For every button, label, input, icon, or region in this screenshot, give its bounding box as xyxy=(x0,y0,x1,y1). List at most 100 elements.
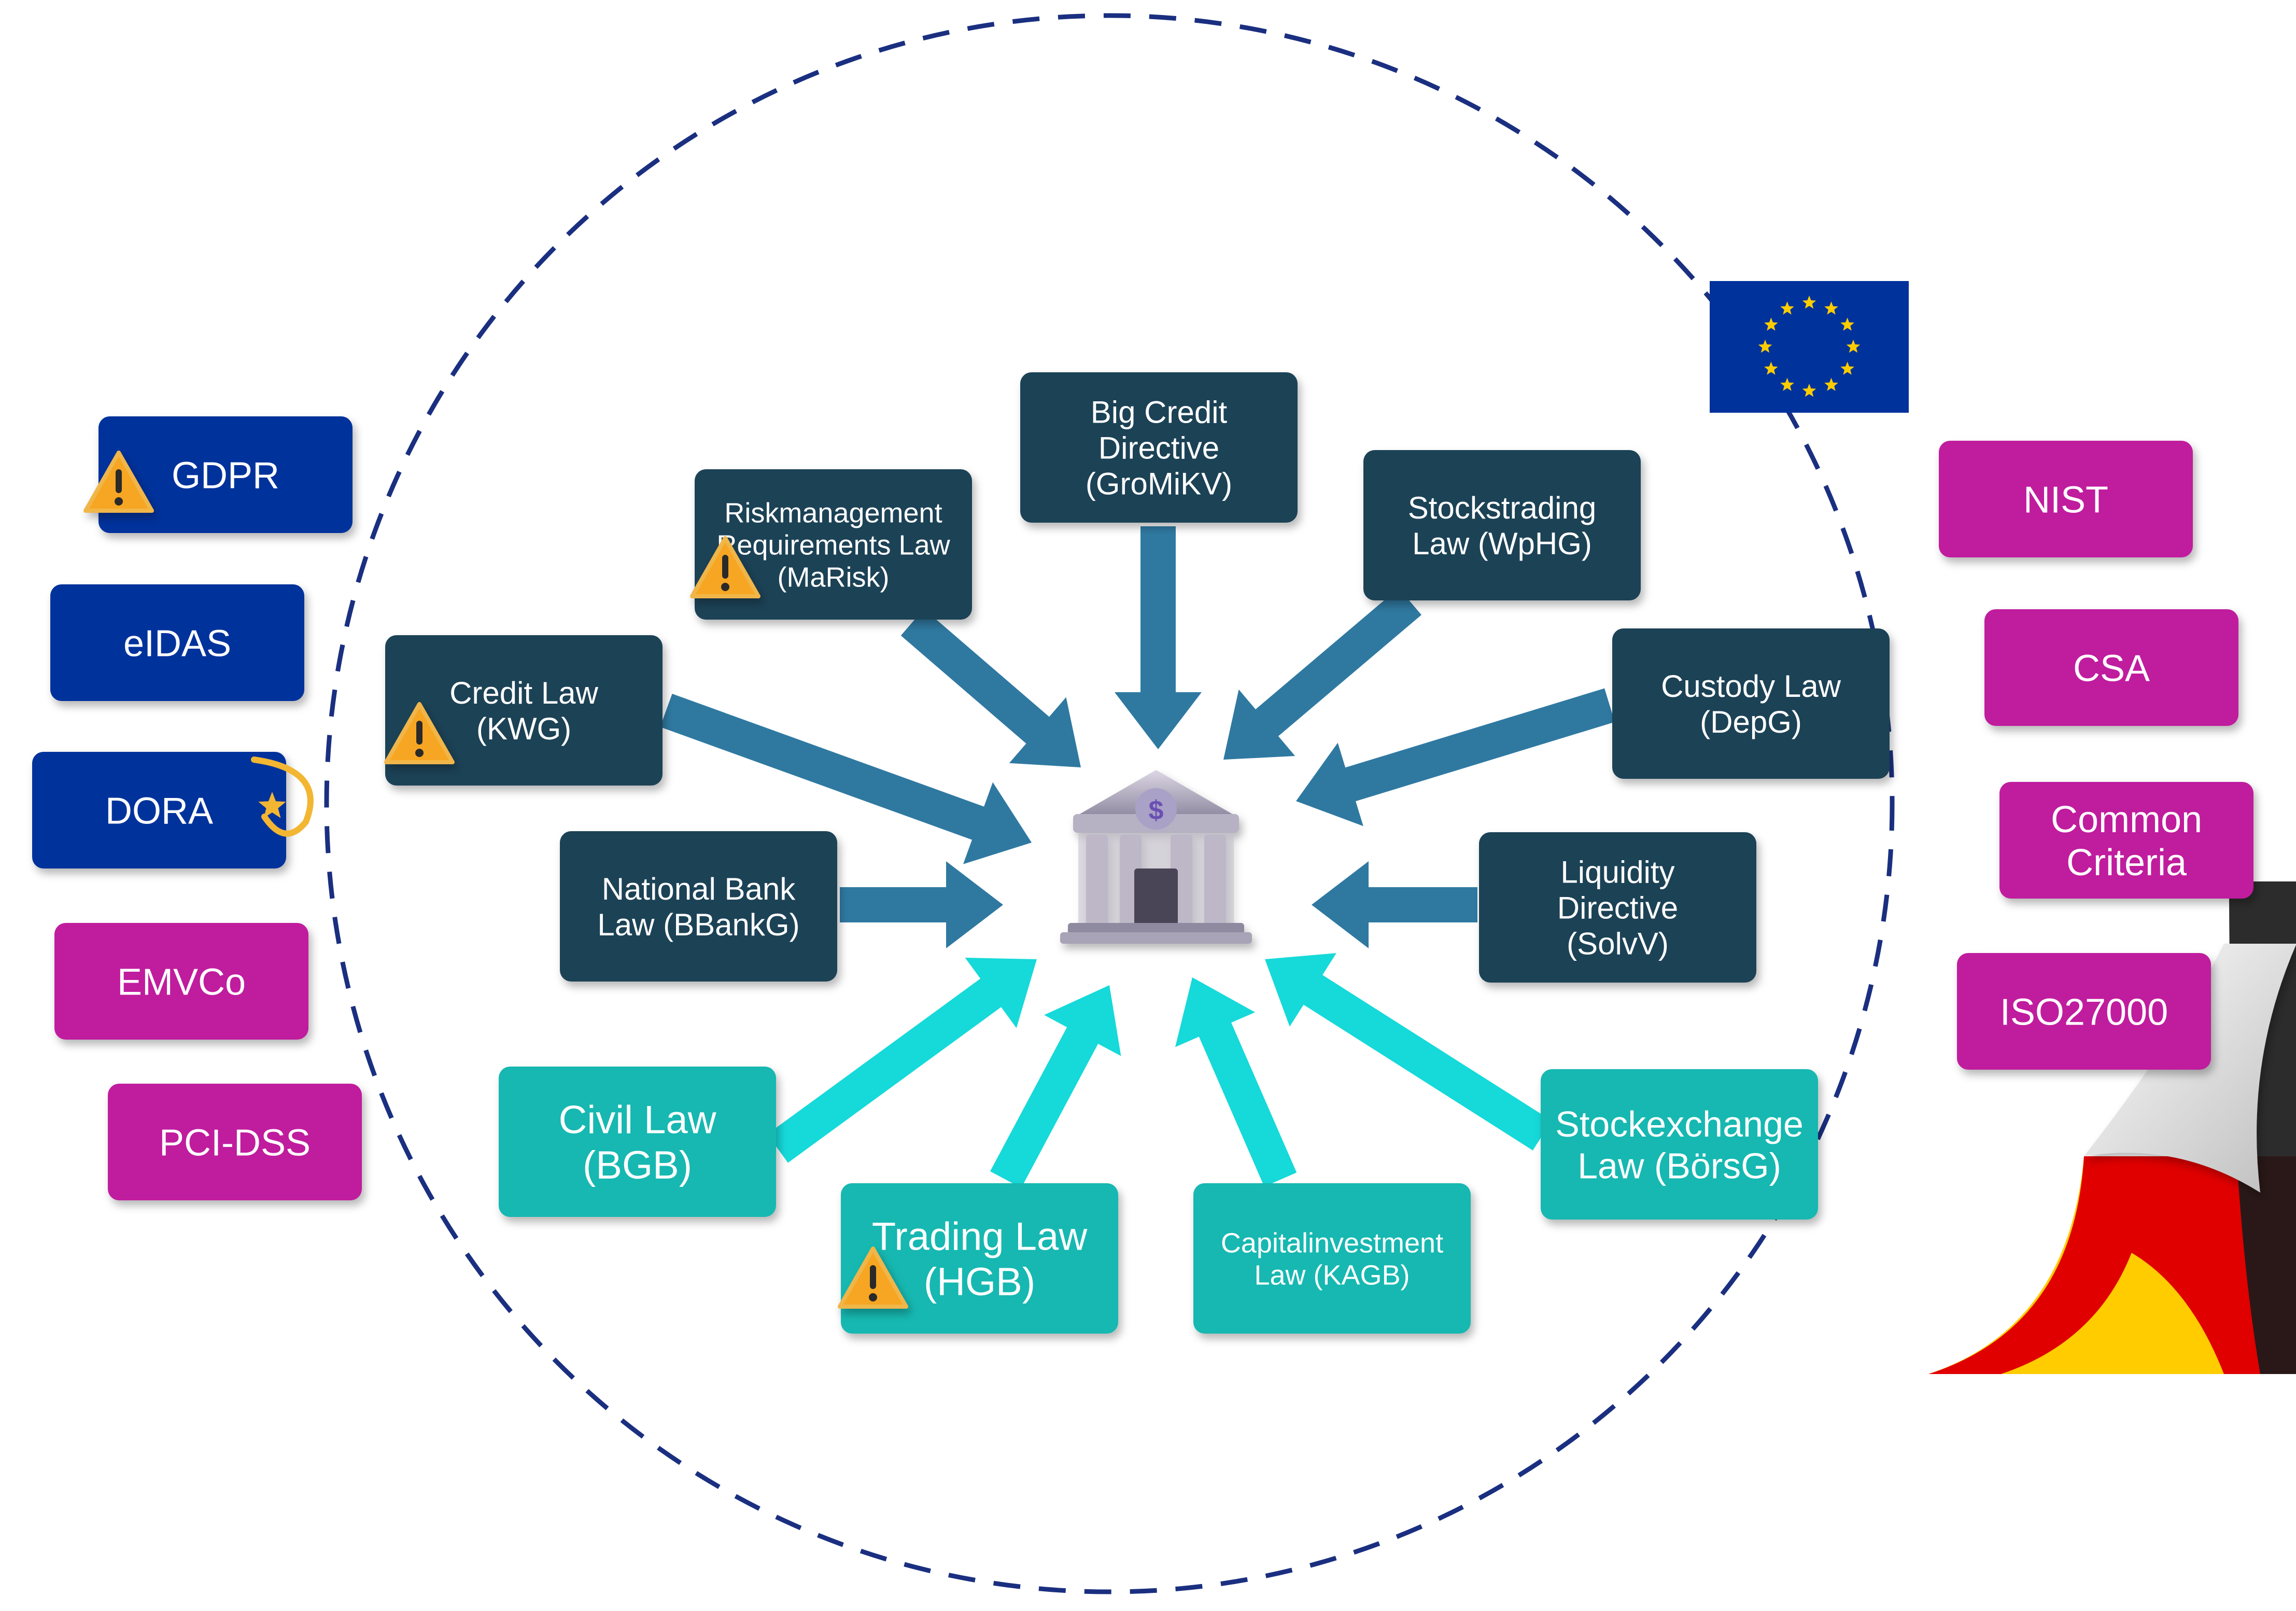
box-nist: NIST xyxy=(1939,441,2193,557)
box-emvco-bg xyxy=(54,923,308,1040)
warning-icon xyxy=(690,536,760,598)
box-big-credit-label: Big Credit xyxy=(1091,395,1228,430)
box-marisk-label: Requirements Law xyxy=(716,529,950,561)
arrow-kwg xyxy=(660,694,1032,864)
box-emvco-label: EMVCo xyxy=(117,961,246,1003)
eu-star xyxy=(1802,384,1816,397)
arrow-bbankg xyxy=(840,861,1003,948)
box-iso27000: ISO27000 xyxy=(1957,953,2211,1070)
box-solvv-label: Liquidity xyxy=(1560,855,1674,890)
box-csa-label: CSA xyxy=(2073,648,2150,689)
box-big-credit-bg xyxy=(1020,372,1298,523)
eu-star xyxy=(1758,340,1772,353)
box-hgb-label: (HGB) xyxy=(924,1260,1035,1304)
box-gdpr-bg xyxy=(98,416,353,533)
box-marisk-label: Riskmanagement xyxy=(724,497,942,528)
box-bbankg-bg xyxy=(560,831,837,982)
box-depg-label: (DepG) xyxy=(1700,705,1802,739)
box-hgb: Trading Law(HGB) xyxy=(841,1183,1118,1334)
box-hgb-bg xyxy=(841,1183,1118,1334)
box-nist-label: NIST xyxy=(2023,479,2108,521)
eu-star xyxy=(1824,301,1838,315)
eu-star xyxy=(1764,317,1778,331)
box-big-credit-label: Directive xyxy=(1098,431,1219,466)
bank-icon: $ xyxy=(1060,770,1252,944)
arrow-big-credit xyxy=(1115,526,1202,749)
box-kwg-bg xyxy=(385,635,663,786)
box-bgb: Civil Law(BGB) xyxy=(499,1067,776,1217)
eu-star xyxy=(1840,317,1854,331)
box-big-credit-label: (GroMiKV) xyxy=(1086,467,1232,501)
box-kwg: Credit Law(KWG) xyxy=(385,635,663,786)
box-borsg-label: Stockexchange xyxy=(1555,1104,1804,1144)
box-bgb-label: (BGB) xyxy=(583,1143,692,1187)
scope-circle xyxy=(324,13,1895,1594)
box-eidas-label: eIDAS xyxy=(123,623,231,664)
box-pcidss-bg xyxy=(108,1084,362,1200)
eu-star xyxy=(1840,361,1854,375)
box-pcidss-label: PCI-DSS xyxy=(159,1122,311,1164)
box-bgb-label: Civil Law xyxy=(558,1098,716,1142)
box-bbankg-label: National Bank xyxy=(602,872,796,906)
warning-icon xyxy=(83,451,154,513)
arrow-depg xyxy=(1296,688,1615,826)
box-gdpr: GDPR xyxy=(98,416,353,533)
box-solvv-label: Directive xyxy=(1557,891,1678,926)
box-wphg-label: Stockstrading xyxy=(1408,491,1597,525)
box-common-criteria-label: Criteria xyxy=(2066,842,2187,884)
box-hgb-label: Trading Law xyxy=(872,1215,1088,1259)
boxes: GDPReIDASDORAEMVCoPCI-DSSNISTCSACommonCr… xyxy=(32,372,2253,1334)
box-kagb-label: Capitalinvestment xyxy=(1221,1227,1443,1258)
box-solvv-bg xyxy=(1479,832,1756,983)
box-iso27000-bg xyxy=(1957,953,2211,1070)
arrow-solvv xyxy=(1312,861,1477,948)
box-csa: CSA xyxy=(1984,609,2238,726)
germany-flag-icon xyxy=(1928,881,2296,1374)
box-csa-bg xyxy=(1984,609,2238,726)
eu-star xyxy=(1846,340,1861,353)
box-dora: DORA xyxy=(32,752,286,868)
eu-star xyxy=(1824,377,1838,391)
box-solvv-label: (SolvV) xyxy=(1567,927,1669,961)
box-common-criteria-bg xyxy=(1999,782,2253,899)
box-kagb-label: Law (KAGB) xyxy=(1254,1259,1410,1291)
box-iso27000-label: ISO27000 xyxy=(2000,991,2168,1033)
box-wphg-label: Law (WpHG) xyxy=(1412,526,1592,561)
box-common-criteria-label: Common xyxy=(2051,799,2202,840)
arrow-borsg xyxy=(1265,953,1552,1151)
arrow-kagb xyxy=(1175,977,1297,1187)
arrow-wphg xyxy=(1223,588,1421,760)
box-gdpr-label: GDPR xyxy=(172,455,279,496)
eu-star xyxy=(1780,377,1794,391)
arrow-bgb xyxy=(767,958,1037,1163)
dollar-sign: $ xyxy=(1149,795,1164,825)
box-kwg-label: (KWG) xyxy=(476,711,571,746)
arrow-hgb xyxy=(990,985,1121,1188)
box-pcidss: PCI-DSS xyxy=(108,1084,362,1200)
warning-icon xyxy=(838,1246,908,1309)
box-bbankg-label: Law (BBankG) xyxy=(597,907,799,942)
eu-flag-icon xyxy=(1710,281,1909,413)
box-nist-bg xyxy=(1939,441,2193,557)
arrow-marisk xyxy=(900,609,1081,767)
eu-star xyxy=(1802,296,1816,309)
box-emvco: EMVCo xyxy=(54,923,308,1040)
box-dora-bg xyxy=(32,752,286,868)
box-bgb-bg xyxy=(499,1067,776,1217)
eu-star xyxy=(1780,301,1794,315)
box-borsg-label: Law (BörsG) xyxy=(1577,1145,1781,1186)
eu-star xyxy=(1764,361,1778,375)
box-marisk-label: (MaRisk) xyxy=(778,562,890,593)
box-marisk-bg xyxy=(695,469,972,620)
box-wphg-bg xyxy=(1363,450,1641,600)
new-icon xyxy=(251,757,314,837)
box-depg-bg xyxy=(1612,628,1890,779)
